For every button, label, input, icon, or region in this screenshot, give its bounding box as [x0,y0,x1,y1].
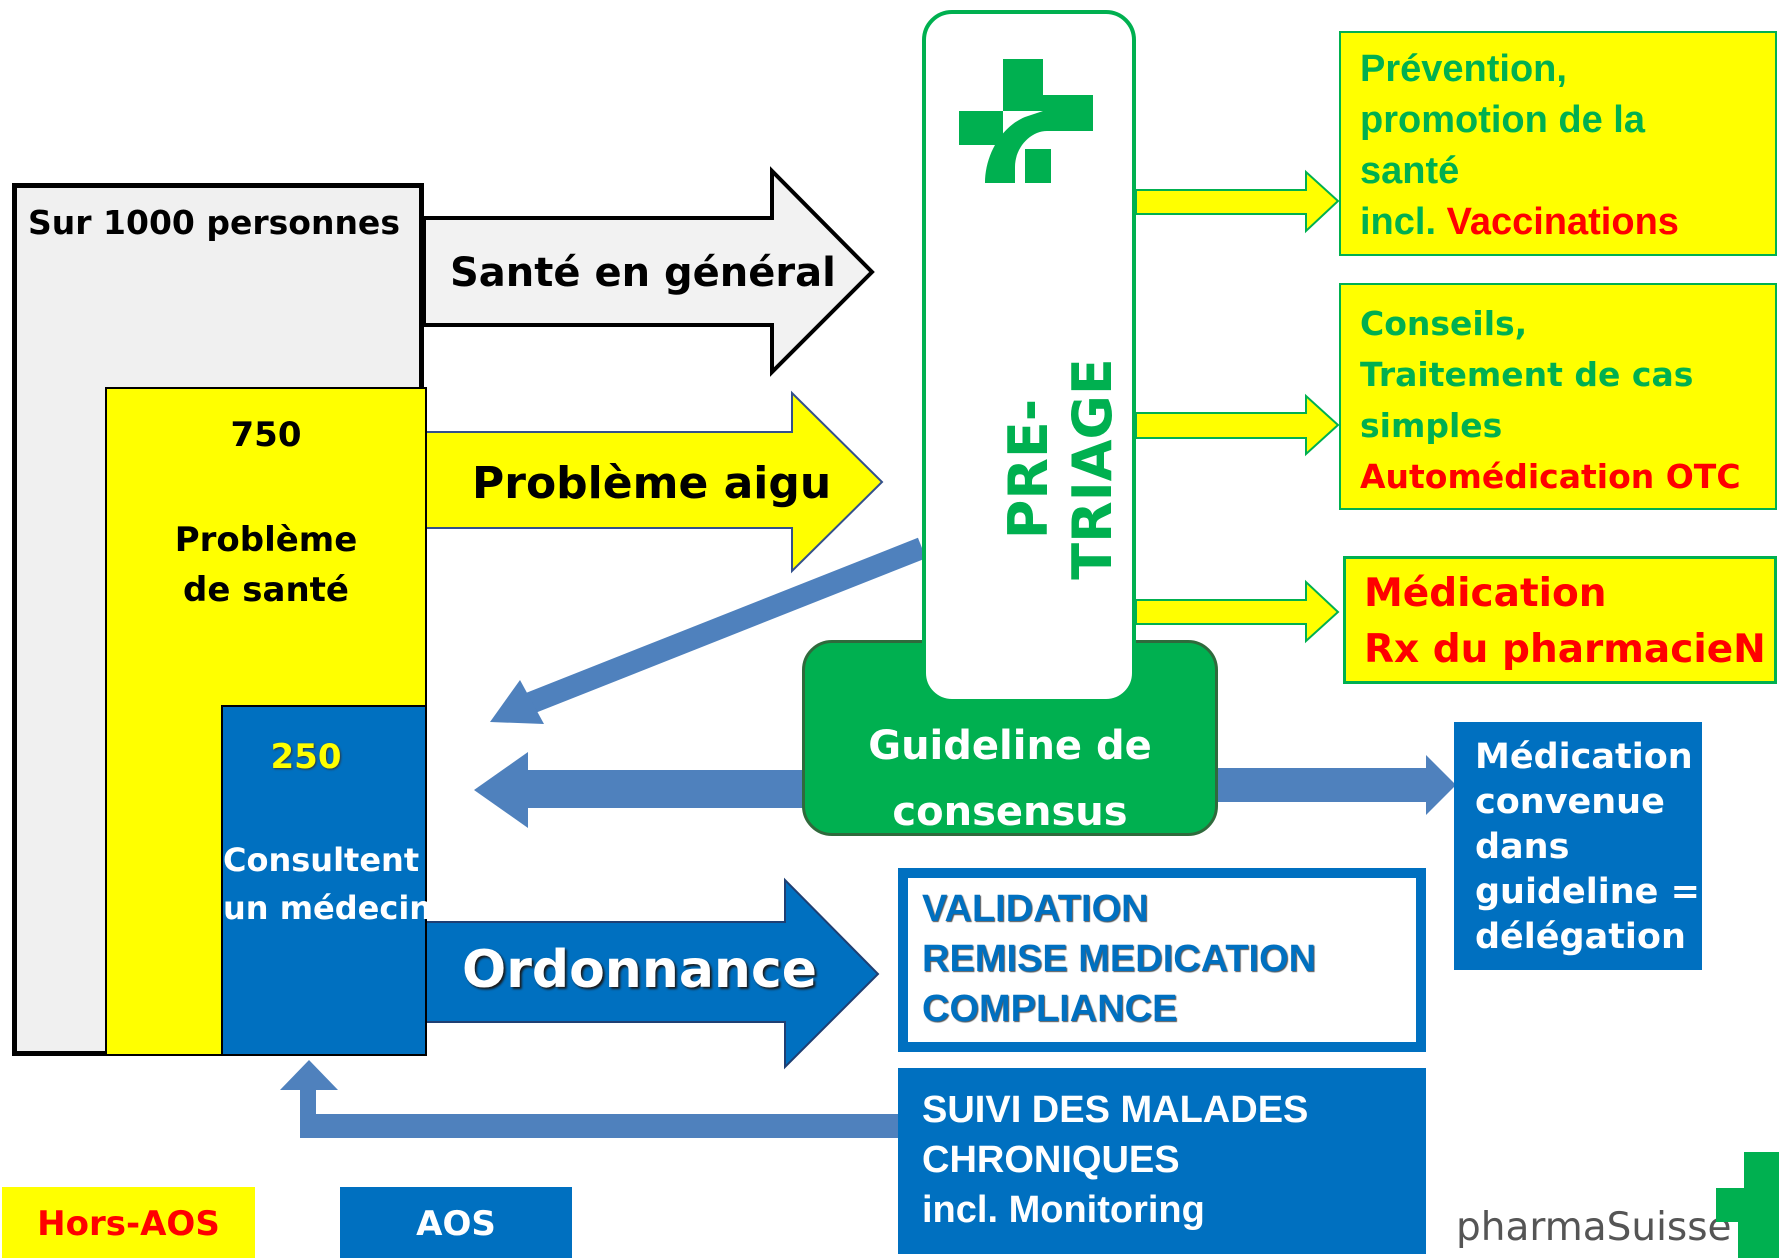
doctor-consult-label-line1: Consultent [223,841,420,879]
advice-line1: Conseils, [1360,304,1528,343]
acute-problem-arrow [423,390,884,574]
guideline-left-shaft [522,770,804,808]
validation-line2: REMISE MEDICATION [922,938,1317,980]
delegation-box [1454,722,1702,970]
prevention-arrow [1135,169,1340,234]
prevention-text: Prévention, promotion de la santé incl. … [1360,44,1679,248]
delegation-line2: convenue [1475,782,1665,822]
pharmasuisse-cross-icon [1716,1152,1779,1258]
legend-hors-aos [2,1187,255,1258]
doctor-consult-label-line2: un médecin [223,889,433,927]
general-health-arrow [422,166,875,377]
chronic-followup-box [898,1068,1426,1254]
advice-line3: simples [1360,406,1503,445]
consensus-guideline-label: Guideline de consensus [802,713,1218,845]
delegation-line3: dans [1475,827,1570,867]
doctor-consult-box [221,705,427,1056]
pharmacist-rx-box [1343,556,1777,684]
pretriage-return-line [523,537,927,715]
pharmacist-rx-arrow [1135,579,1340,644]
population-title: Sur 1000 personnes [28,203,400,242]
advice-arrow [1135,393,1340,457]
prevention-line4: incl. Vaccinations [1360,197,1679,248]
health-problem-label-line2: de santé [183,570,349,610]
pretriage-label: PRE-TRIAGE [997,358,1124,580]
chronic-return-arrow [280,1060,898,1138]
chronic-followup-text: SUIVI DES MALADES CHRONIQUES incl. Monit… [922,1085,1308,1235]
legend-aos-label: AOS [416,1204,496,1244]
guideline-left-head [474,752,528,828]
advice-box [1339,283,1777,510]
pharmasuisse-wordmark: pharmaSuisse [1456,1205,1732,1250]
prescription-label: Ordonnance [462,940,818,1000]
prevention-incl: incl. [1360,201,1437,243]
pretriage-return-head [490,680,544,724]
doctor-consult-count: 250 [270,737,342,777]
advice-text: Conseils, Traitement de cas simples Auto… [1360,298,1741,502]
prevention-box [1339,31,1777,256]
legend-aos [340,1187,572,1258]
health-problem-count: 750 [230,415,302,455]
acute-problem-label: Problème aigu [472,458,832,509]
general-health-label: Santé en général [450,250,836,296]
pharmacist-rx-line2: Rx du pharmacieN [1364,627,1766,672]
pharmacist-rx-text: Médication Rx du pharmacieN [1364,566,1766,678]
delegation-line4: guideline = [1475,872,1700,912]
prescription-arrow [423,877,880,1070]
health-problem-label: Problème de santé [105,515,427,615]
pharmacist-rx-line1: Médication [1364,571,1607,616]
chronic-line3: incl. Monitoring [922,1189,1205,1231]
delegation-line1: Médication [1475,737,1693,777]
prevention-line3: santé [1360,150,1460,192]
validation-text: VALIDATION REMISE MEDICATION COMPLIANCE [922,884,1316,1034]
chronic-line2: CHRONIQUES [922,1139,1180,1181]
delegation-text: Médication convenue dans guideline = dél… [1475,735,1700,960]
delegation-line5: délégation [1475,917,1686,957]
prevention-line2: promotion de la [1360,99,1645,141]
prevention-line1: Prévention, [1360,48,1567,90]
legend-hors-aos-label: Hors-AOS [37,1204,220,1244]
consensus-guideline-line2: consensus [892,789,1128,835]
guideline-right-shaft [1218,768,1434,802]
health-problem-label-line1: Problème [174,520,358,560]
pharmacy-cross-icon [959,59,1093,183]
guideline-right-head [1426,755,1456,815]
vaccinations-highlight: Vaccinations [1446,201,1679,243]
validation-line1: VALIDATION [922,888,1149,930]
validation-box [898,868,1426,1052]
advice-line2: Traitement de cas [1360,355,1694,394]
doctor-consult-label: Consultent un médecin [223,836,432,932]
validation-line3: COMPLIANCE [922,988,1178,1030]
advice-line4: Automédication OTC [1360,457,1741,496]
chronic-line1: SUIVI DES MALADES [922,1089,1309,1131]
consensus-guideline-line1: Guideline de [868,723,1152,769]
